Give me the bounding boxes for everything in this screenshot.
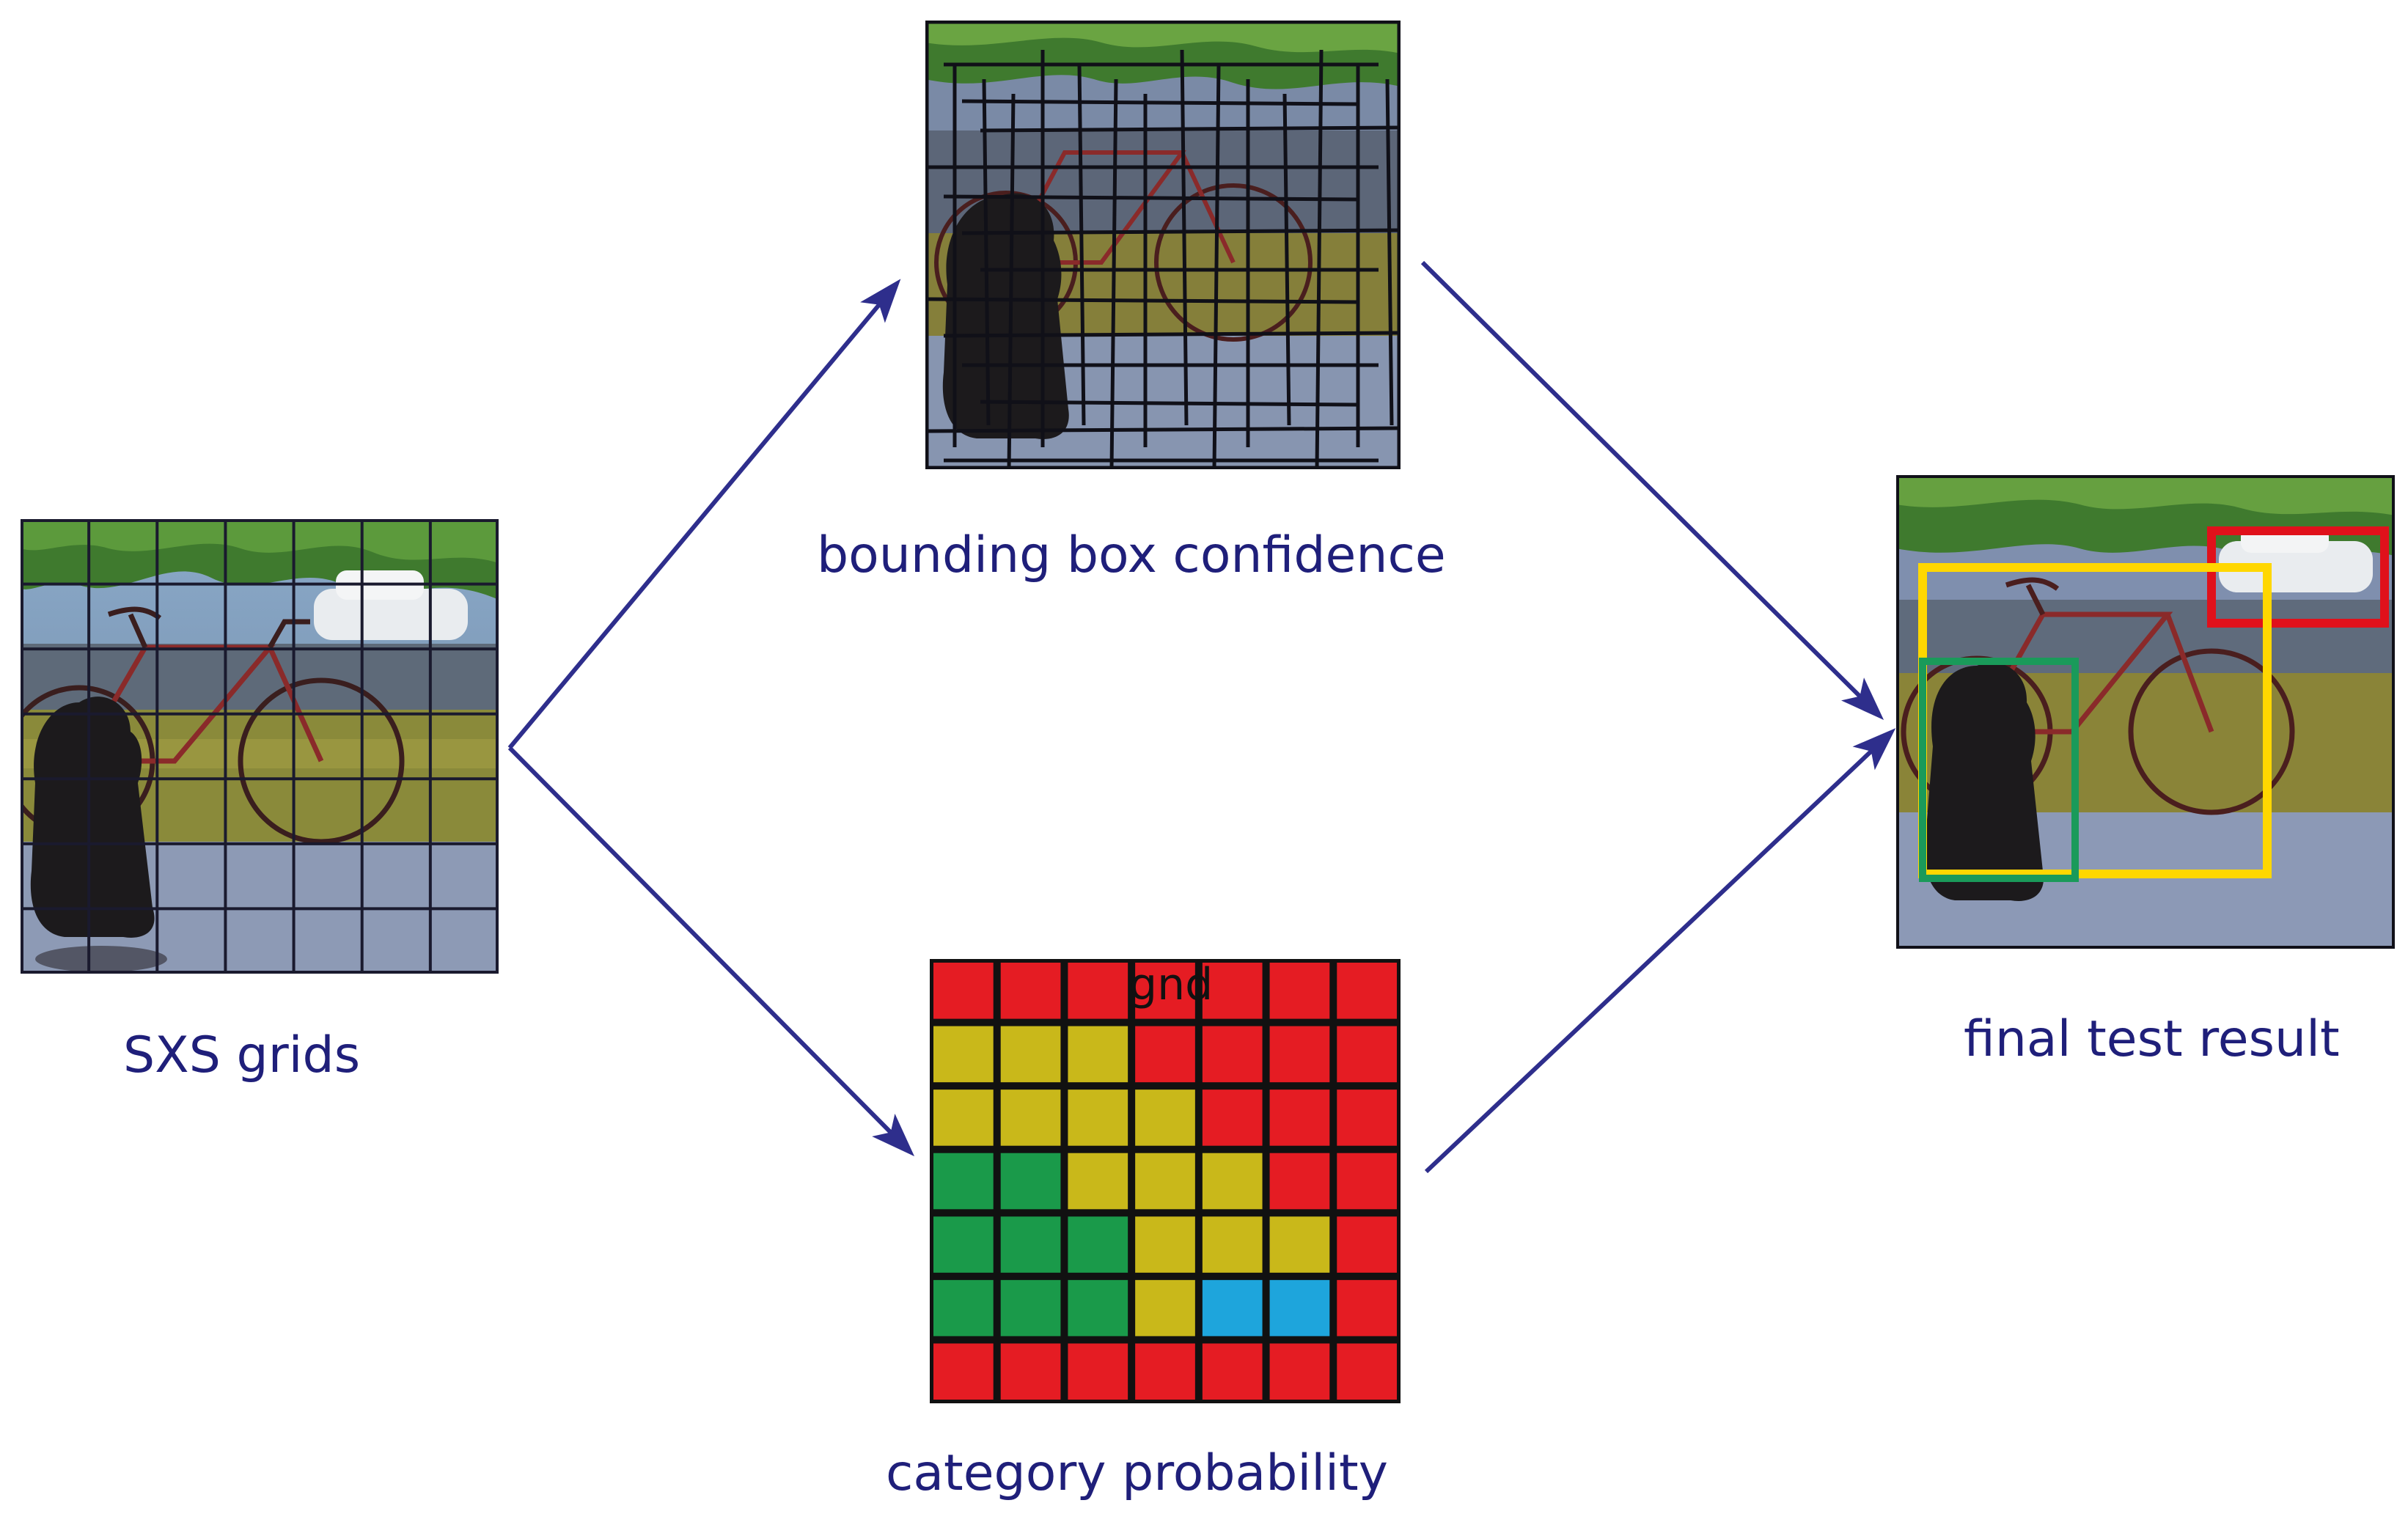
- probability-cell-red: [1269, 1089, 1330, 1146]
- probability-cell-yellow: [1000, 1089, 1061, 1146]
- probability-cell-red: [1135, 963, 1195, 1019]
- probability-cell-red: [1337, 1343, 1397, 1400]
- probability-cell-yellow: [933, 1026, 994, 1083]
- probability-cell-red: [1269, 1153, 1330, 1210]
- probability-cell-red: [1202, 963, 1263, 1019]
- grid-image-panel: [21, 519, 499, 974]
- probability-cell-red: [1269, 963, 1330, 1019]
- probability-cell-red: [1202, 1343, 1263, 1400]
- arrow-grid-to-probability: [507, 746, 915, 1157]
- probability-cell-red: [1000, 963, 1061, 1019]
- probability-cell-yellow: [1068, 1089, 1128, 1146]
- probability-cell-red: [1337, 1279, 1397, 1337]
- probability-cell-yellow: [1202, 1216, 1263, 1273]
- probability-cell-yellow: [1000, 1026, 1061, 1083]
- probability-cell-red: [1337, 1089, 1397, 1146]
- probability-cell-green: [1000, 1216, 1061, 1273]
- probability-cell-red: [1202, 1026, 1263, 1083]
- probability-cell-yellow: [933, 1089, 994, 1146]
- probability-cell-green: [1068, 1279, 1128, 1337]
- probability-cell-green: [933, 1279, 994, 1337]
- caption-sxs-grids: SXS grids: [123, 1026, 361, 1084]
- probability-cell-green: [933, 1153, 994, 1210]
- probability-cell-yellow: [1135, 1153, 1195, 1210]
- probability-cell-blue: [1202, 1279, 1263, 1337]
- probability-overlay-text: gnd: [1129, 959, 1214, 1010]
- probability-cell-red: [1135, 1343, 1195, 1400]
- probability-cell-red: [1068, 1343, 1128, 1400]
- detection-box-car: [2207, 526, 2389, 628]
- probability-cell-green: [1000, 1153, 1061, 1210]
- probability-cell-blue: [1269, 1279, 1330, 1337]
- probability-cell-yellow: [1202, 1153, 1263, 1210]
- probability-map-panel: [930, 959, 1401, 1403]
- probability-cell-green: [933, 1216, 994, 1273]
- caption-final-test-result: final test result: [1964, 1010, 2340, 1068]
- probability-cell-red: [933, 1343, 994, 1400]
- probability-cell-red: [1337, 1153, 1397, 1210]
- result-image-panel: [1896, 475, 2395, 949]
- probability-cell-red: [1269, 1343, 1330, 1400]
- arrow-probability-to-result: [1424, 728, 1896, 1174]
- probability-cell-green: [1068, 1216, 1128, 1273]
- probability-cell-red: [1269, 1026, 1330, 1083]
- caption-bounding-box-confidence: bounding box confidence: [817, 526, 1446, 584]
- probability-cell-red: [1337, 963, 1397, 1019]
- probability-cell-yellow: [1269, 1216, 1330, 1273]
- probability-cell-yellow: [1135, 1216, 1195, 1273]
- arrow-confidence-to-result: [1420, 260, 1884, 721]
- probability-cell-yellow: [1068, 1026, 1128, 1083]
- probability-cell-red: [1068, 963, 1128, 1019]
- probability-cell-red: [1135, 1026, 1195, 1083]
- probability-cell-red: [1337, 1216, 1397, 1273]
- probability-cell-red: [1202, 1089, 1263, 1146]
- arrow-grid-to-confidence: [507, 279, 901, 749]
- probability-cell-yellow: [1135, 1279, 1195, 1337]
- probability-cell-green: [1000, 1279, 1061, 1337]
- confidence-image-panel: [925, 21, 1401, 469]
- probability-cell-red: [1000, 1343, 1061, 1400]
- detection-box-dog: [1919, 658, 2079, 882]
- probability-cell-yellow: [1135, 1089, 1195, 1146]
- probability-cell-red: [1337, 1026, 1397, 1083]
- caption-category-probability: category probability: [886, 1444, 1388, 1502]
- probability-cell-red: [933, 963, 994, 1019]
- probability-cell-yellow: [1068, 1153, 1128, 1210]
